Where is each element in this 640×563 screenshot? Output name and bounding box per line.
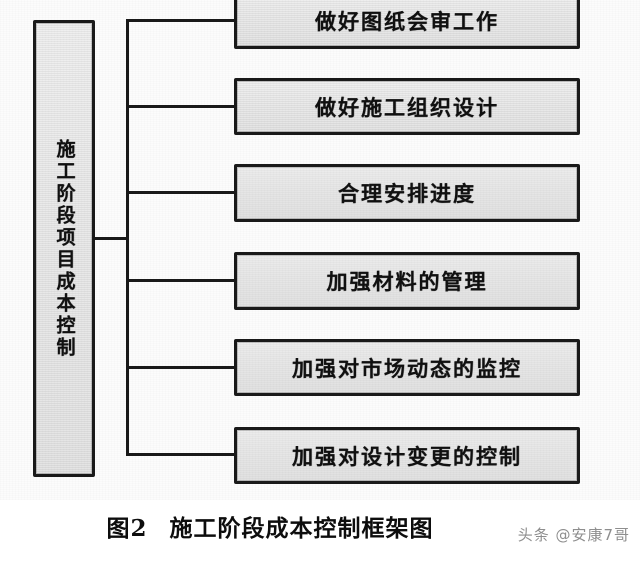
scan-grain-overlay <box>0 0 640 500</box>
root-node-label: 施工阶段项目成本控制 <box>53 138 76 359</box>
branch-node-1: 做好图纸会审工作 <box>234 0 580 49</box>
watermark-text: 头条 @安康7哥 <box>517 526 630 544</box>
figure-number: 图2 <box>106 515 148 542</box>
connector-branch-4 <box>126 279 236 282</box>
branch-node-2-label: 做好施工组织设计 <box>315 95 499 120</box>
caption-row: 图2 施工阶段成本控制框架图 头条 @安康7哥 <box>0 500 640 563</box>
branch-node-3: 合理安排进度 <box>234 164 580 222</box>
branch-node-6-label: 加强对设计变更的控制 <box>292 444 522 469</box>
connector-branch-1 <box>126 19 236 22</box>
branch-node-3-label: 合理安排进度 <box>338 182 476 206</box>
branch-node-5-label: 加强对市场动态的监控 <box>292 356 522 381</box>
branch-node-6: 加强对设计变更的控制 <box>234 427 580 484</box>
connector-branch-6 <box>126 453 236 456</box>
figure-caption: 图2 施工阶段成本控制框架图 <box>0 509 540 543</box>
connector-root-stub <box>95 237 129 240</box>
root-node-cost-control: 施工阶段项目成本控制 <box>33 20 95 477</box>
branch-node-1-label: 做好图纸会审工作 <box>315 9 499 34</box>
connector-branch-2 <box>126 105 236 108</box>
branch-node-5: 加强对市场动态的监控 <box>234 339 580 396</box>
branch-node-4-label: 加强材料的管理 <box>326 270 488 294</box>
connector-branch-3 <box>126 191 236 194</box>
branch-node-4: 加强材料的管理 <box>234 252 580 310</box>
connector-branch-5 <box>126 366 236 369</box>
figure-title: 施工阶段成本控制框架图 <box>169 515 434 542</box>
diagram-canvas: 施工阶段项目成本控制 做好图纸会审工作 做好施工组织设计 合理安排进度 加强材料… <box>0 0 640 500</box>
branch-node-2: 做好施工组织设计 <box>234 78 580 135</box>
